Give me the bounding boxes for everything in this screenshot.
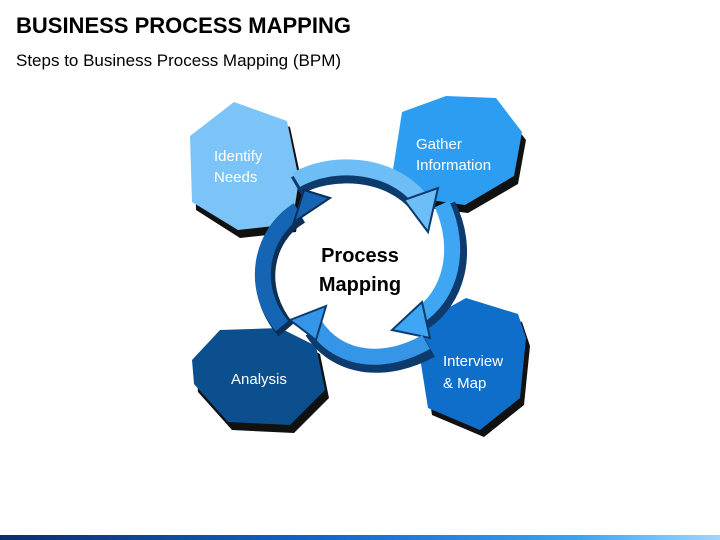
- step-label-line1: Interview: [443, 353, 503, 370]
- slide-title: BUSINESS PROCESS MAPPING: [16, 13, 351, 38]
- arrowhead-right: [389, 300, 432, 340]
- center-label-line1: Process: [321, 245, 399, 267]
- step-label-line1: Analysis: [231, 371, 287, 388]
- step-label-line2: Needs: [214, 169, 257, 186]
- arrowhead-left: [292, 188, 333, 225]
- center-label: Process Mapping: [319, 245, 401, 296]
- arrowhead-top: [402, 186, 440, 235]
- arrowhead-bottom: [287, 304, 328, 342]
- step-hexagon-gather-information: Gather Information: [392, 96, 526, 213]
- step-hexagon-analysis: Analysis: [192, 328, 329, 433]
- step-hexagon-interview-map: Interview & Map: [418, 298, 530, 437]
- hexagon-shape: [190, 102, 299, 230]
- step-hexagon-identify-needs: Identify Needs: [190, 102, 303, 238]
- cycle-arrows: [254, 159, 468, 373]
- hexagon-shape: [192, 328, 325, 425]
- step-label-line1: Gather: [416, 136, 462, 153]
- center-label-line2: Mapping: [319, 274, 401, 296]
- footer-accent-bar: [0, 535, 720, 540]
- step-label-line2: Information: [416, 157, 491, 174]
- hexagon-shape: [418, 298, 526, 430]
- step-label-line1: Identify: [214, 148, 263, 165]
- slide-subtitle: Steps to Business Process Mapping (BPM): [16, 51, 342, 70]
- step-label-line2: & Map: [443, 375, 486, 392]
- hexagon-shape: [392, 96, 522, 205]
